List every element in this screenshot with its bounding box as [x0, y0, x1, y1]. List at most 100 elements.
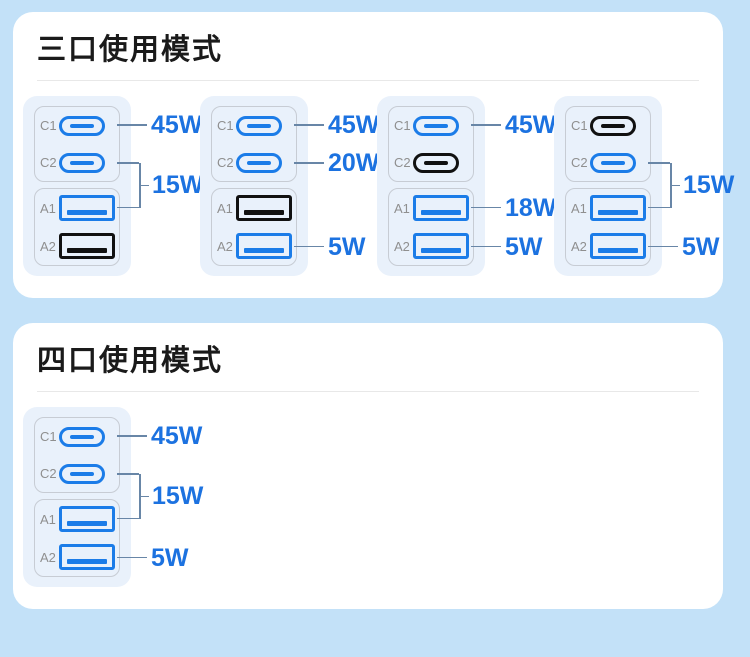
port-row: A2 — [35, 538, 119, 576]
port-row: C1 — [566, 107, 650, 144]
port-row: A1 — [212, 189, 296, 227]
port-row: A2 — [35, 227, 119, 265]
port-pin-bar — [424, 123, 448, 128]
connector-line — [117, 556, 147, 559]
port-row: A2 — [566, 227, 650, 265]
port-label: C2 — [40, 155, 57, 170]
usba-port-icon — [236, 195, 292, 221]
port-label: C2 — [571, 155, 588, 170]
port-label: A1 — [40, 511, 56, 527]
port-label: C1 — [571, 118, 588, 133]
watt-label: 5W — [328, 232, 366, 261]
usba-port-icon — [59, 195, 115, 221]
port-label: C1 — [217, 118, 234, 133]
port-label: C1 — [394, 118, 411, 133]
connector-line — [117, 162, 139, 164]
port-pin-bar — [70, 434, 94, 439]
connector-line — [648, 206, 670, 209]
usba-port-icon — [413, 195, 469, 221]
connector-line — [139, 495, 149, 497]
port-label: A1 — [571, 200, 587, 216]
port-label: C2 — [40, 466, 57, 481]
watt-label: 5W — [151, 543, 189, 572]
port-label: C1 — [40, 118, 57, 133]
connector-line — [117, 124, 147, 126]
port-label: A2 — [571, 238, 587, 254]
watt-label: 45W — [151, 111, 203, 139]
port-pin-bar — [598, 248, 638, 253]
usbc-port-icon — [236, 152, 282, 173]
usbc-port-icon — [59, 426, 105, 447]
connector-line — [648, 162, 670, 164]
watt-label: 5W — [505, 232, 543, 261]
usbc-port-icon — [236, 115, 282, 136]
port-pin-bar — [67, 210, 107, 215]
watt-label: 15W — [152, 171, 204, 200]
watt-label: 15W — [683, 171, 735, 200]
port-label: A2 — [40, 238, 56, 254]
port-pin-bar — [70, 471, 94, 476]
port-row: A2 — [389, 227, 473, 265]
connector-line — [648, 245, 678, 248]
watt-label: 20W — [328, 149, 380, 177]
usbc-port-icon — [590, 152, 636, 173]
watt-label: 15W — [152, 482, 204, 511]
usbc-port-icon — [590, 115, 636, 136]
usba-port-icon — [59, 233, 115, 259]
usba-port-icon — [590, 195, 646, 221]
connector-line — [117, 473, 139, 475]
port-label: A1 — [40, 200, 56, 216]
port-pin-bar — [67, 248, 107, 253]
port-pin-bar — [70, 123, 94, 128]
title-divider — [37, 80, 699, 81]
connector-line — [117, 517, 139, 520]
port-pin-bar — [424, 160, 448, 165]
port-row: C1 — [389, 107, 473, 144]
connector-line — [294, 124, 324, 126]
port-row: A1 — [389, 189, 473, 227]
port-label: A2 — [394, 238, 410, 254]
port-row: C1 — [212, 107, 296, 144]
section-title: 四口使用模式 — [37, 345, 224, 377]
port-row: A1 — [35, 189, 119, 227]
port-label: A1 — [394, 200, 410, 216]
port-pin-bar — [421, 210, 461, 215]
usbc-port-icon — [59, 115, 105, 136]
connector-line — [294, 245, 324, 248]
usbc-port-icon — [59, 463, 105, 484]
port-label: C2 — [394, 155, 411, 170]
usba-port-icon — [59, 506, 115, 532]
connector-line — [139, 184, 149, 186]
watt-label: 18W — [505, 193, 557, 222]
port-pin-bar — [601, 160, 625, 165]
port-row: A1 — [566, 189, 650, 227]
connector-line — [471, 124, 501, 126]
port-pin-bar — [247, 123, 271, 128]
usbc-port-icon — [413, 115, 459, 136]
port-pin-bar — [67, 559, 107, 564]
port-label: A2 — [40, 549, 56, 565]
port-row: C2 — [35, 144, 119, 181]
usba-port-icon — [236, 233, 292, 259]
port-row: A2 — [212, 227, 296, 265]
port-row: C2 — [212, 144, 296, 181]
watt-label: 45W — [505, 111, 557, 139]
